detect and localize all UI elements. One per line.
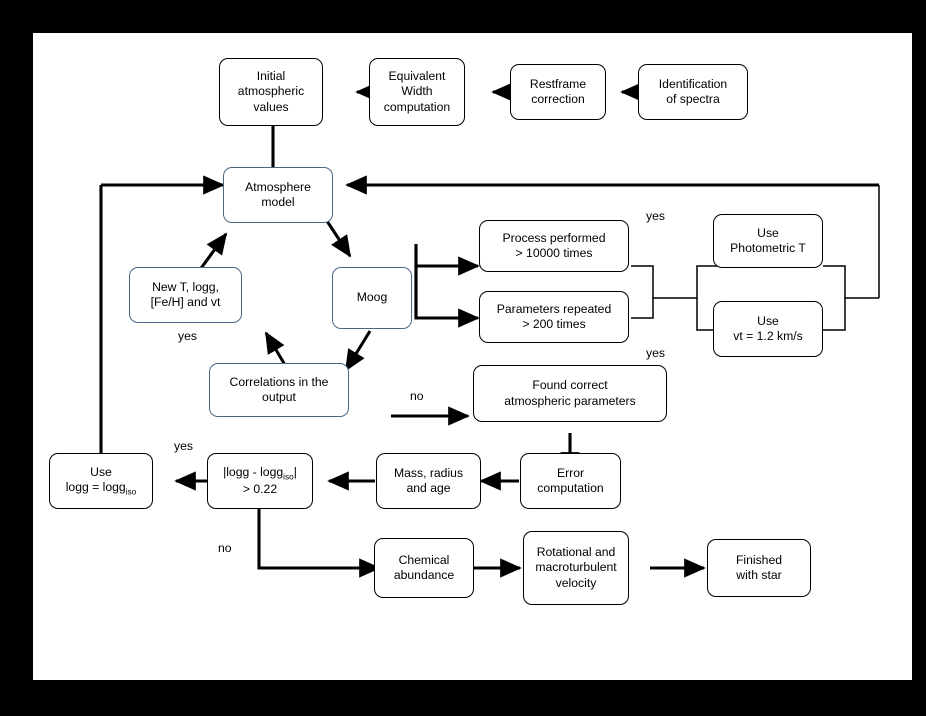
node-logg-difference[interactable]: |logg - loggiso|> 0.22: [207, 453, 313, 509]
node-parameters-repeated[interactable]: Parameters repeated> 200 times: [479, 291, 629, 343]
edge-label-yes-repeated: yes: [646, 346, 665, 360]
edge-split-process: [414, 244, 480, 276]
node-parameters-repeated-label: Parameters repeated> 200 times: [496, 301, 612, 331]
edge-split-repeated: [414, 266, 480, 328]
node-process-performed[interactable]: Process performed> 10000 times: [479, 220, 629, 272]
edge-photometric-right: [823, 265, 879, 299]
node-new-parameters-label: New T, logg,[Fe/H] and vt: [150, 279, 221, 309]
edge-atmosphere-moog: [323, 217, 352, 258]
edge-newt-atmosphere: [197, 232, 228, 272]
edge-label-yes-correlations: yes: [178, 329, 197, 343]
node-new-parameters[interactable]: New T, logg,[Fe/H] and vt: [129, 267, 242, 323]
edge-label-yes-process: yes: [646, 209, 665, 223]
edge-label-no-correlations: no: [410, 389, 424, 403]
edge-moog-correlations: [344, 330, 372, 372]
node-moog[interactable]: Moog: [332, 267, 412, 329]
edge-label-no-loggdiff: no: [218, 541, 232, 555]
edge-vt-right: [823, 298, 846, 331]
edge-merge-left-photometric: [631, 265, 719, 299]
node-process-performed-label: Process performed> 10000 times: [502, 230, 606, 260]
edge-merge-repeated: [631, 298, 654, 319]
edge-label-yes-loggdiff: yes: [174, 439, 193, 453]
node-moog-label: Moog: [356, 290, 388, 305]
node-logg-difference-label: |logg - loggiso|> 0.22: [223, 464, 297, 496]
edge-loggdiff-no-trunk: [257, 503, 369, 570]
